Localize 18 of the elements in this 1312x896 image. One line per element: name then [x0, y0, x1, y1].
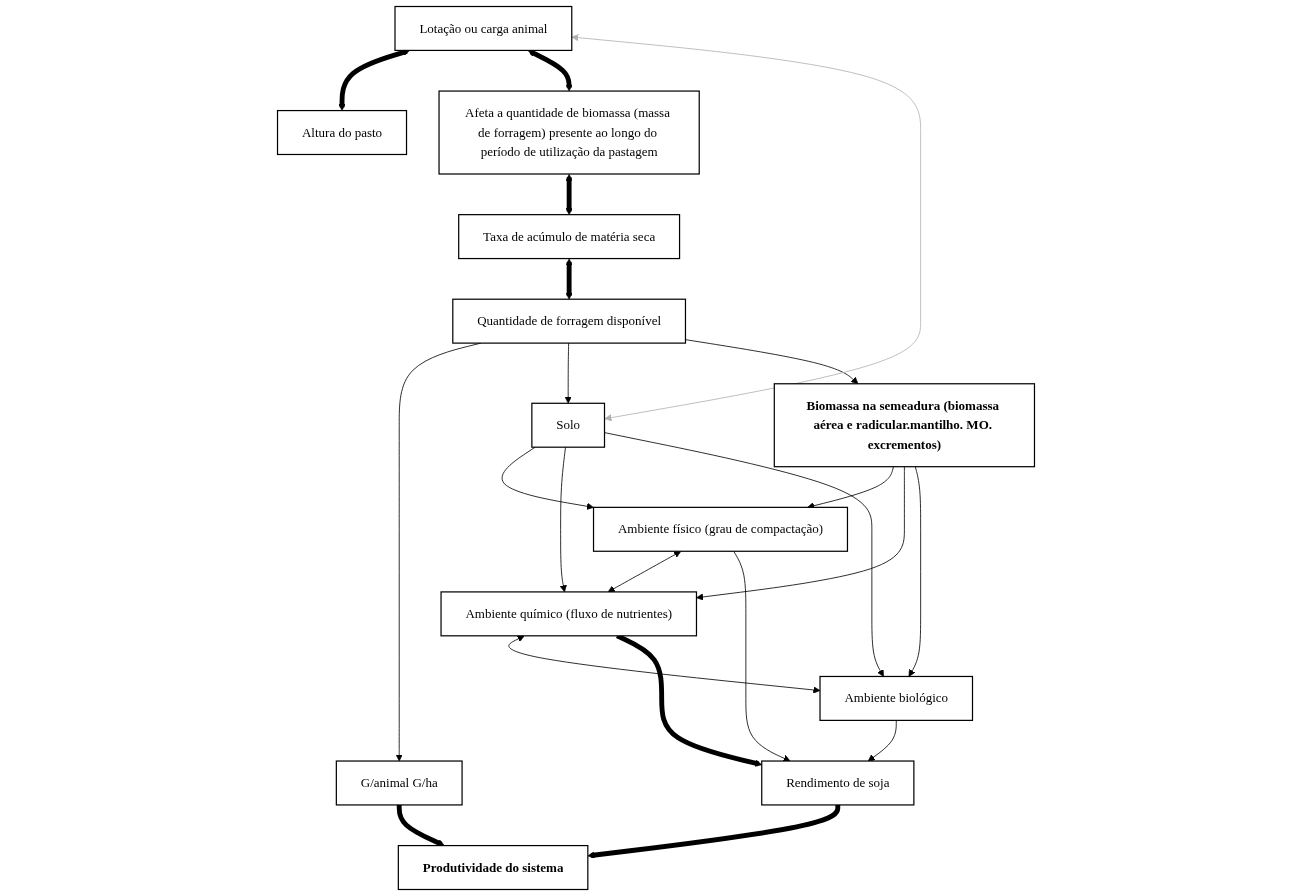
node-box: Rendimento de soja [761, 760, 915, 806]
node-box: Afeta a quantidade de biomassa (massa de forragem) presente ao longo do período de utilização da pastagem [438, 90, 700, 175]
node-box: Quantidade de forragem disponível [452, 298, 687, 344]
node-box: Ambiente físico (grau de compactação) [592, 506, 849, 552]
arrow [587, 804, 841, 859]
node-box: Ambiente biológico [819, 675, 974, 721]
node-box: Biomassa na semeadura (biomassa aérea e radicular.mantilho. MO. excrementos) [773, 383, 1036, 468]
node-box: G/animal G/ha [335, 760, 463, 806]
node-box: Solo [531, 402, 606, 448]
node-box: Altura do pasto [276, 109, 408, 156]
arrow [527, 49, 573, 92]
node-box: Ambiente químico (fluxo de nutrientes) [440, 591, 698, 637]
arrow [396, 804, 445, 847]
node-box: Taxa de acúmulo de matéria seca [458, 214, 681, 260]
node-box: Lotação ou carga animal [394, 5, 573, 51]
node-box: Produtividade do sistema [397, 845, 589, 891]
arrow [565, 258, 573, 300]
arrow [565, 174, 573, 215]
